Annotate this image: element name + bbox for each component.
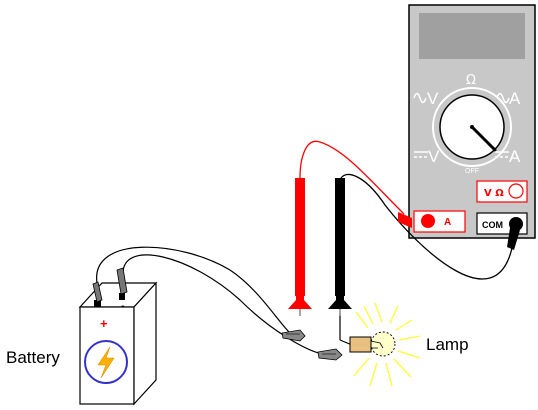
black-plug[interactable] bbox=[507, 217, 523, 250]
ac-current-label: A bbox=[509, 89, 521, 108]
ac-wave-icon bbox=[496, 92, 510, 104]
ac-wave-icon bbox=[413, 92, 427, 104]
positive-terminal bbox=[94, 300, 101, 307]
current-jack-label: A bbox=[444, 217, 451, 228]
dc-current-setting: A bbox=[495, 147, 521, 166]
battery: + - bbox=[78, 267, 158, 406]
lamp-label: Lamp bbox=[426, 335, 469, 354]
ac-current-setting: A bbox=[496, 89, 521, 108]
red-probe[interactable] bbox=[288, 178, 312, 316]
dc-voltage-setting: V bbox=[414, 147, 440, 166]
voltage-ohm-jack[interactable]: V Ω bbox=[476, 180, 528, 203]
battery-label: Battery bbox=[6, 348, 60, 367]
lamp-bulb bbox=[370, 331, 396, 357]
black-test-lead bbox=[339, 173, 513, 280]
jack-socket bbox=[508, 183, 524, 199]
selector-dial[interactable] bbox=[432, 87, 512, 167]
wire-battery-negative bbox=[122, 254, 323, 355]
dc-voltage-label: V bbox=[428, 147, 440, 166]
battery-side bbox=[133, 281, 157, 406]
lamp-rays bbox=[353, 302, 421, 387]
ohm-label: Ω bbox=[466, 73, 476, 88]
positive-sign: + bbox=[100, 316, 108, 331]
dc-current-label: A bbox=[509, 147, 521, 166]
lamp-base bbox=[349, 336, 372, 353]
lamp bbox=[349, 302, 421, 387]
battery-clip-positive bbox=[92, 281, 103, 303]
negative-terminal bbox=[119, 293, 125, 300]
multimeter: Ω OFF V A V A bbox=[408, 4, 536, 239]
dial-pointer bbox=[470, 125, 497, 152]
voltage-ohm-jack-label: V Ω bbox=[484, 188, 504, 199]
battery-clip-negative bbox=[116, 267, 128, 295]
lamp-filament bbox=[370, 340, 384, 349]
wire-battery-positive bbox=[96, 246, 293, 336]
multimeter-display bbox=[419, 13, 525, 59]
off-label: OFF bbox=[465, 168, 479, 175]
red-test-lead bbox=[299, 140, 405, 215]
black-probe[interactable] bbox=[328, 178, 352, 316]
negative-sign: - bbox=[121, 300, 125, 312]
alligator-clip-lamp[interactable] bbox=[317, 348, 343, 361]
lightning-bolt-icon bbox=[97, 346, 115, 379]
red-plug[interactable] bbox=[398, 212, 435, 228]
com-jack-label: COM bbox=[482, 220, 503, 230]
ac-voltage-setting: V bbox=[413, 89, 439, 108]
wires bbox=[96, 140, 513, 355]
alligator-clip-probe[interactable] bbox=[281, 329, 306, 342]
ac-voltage-label: V bbox=[427, 89, 439, 108]
